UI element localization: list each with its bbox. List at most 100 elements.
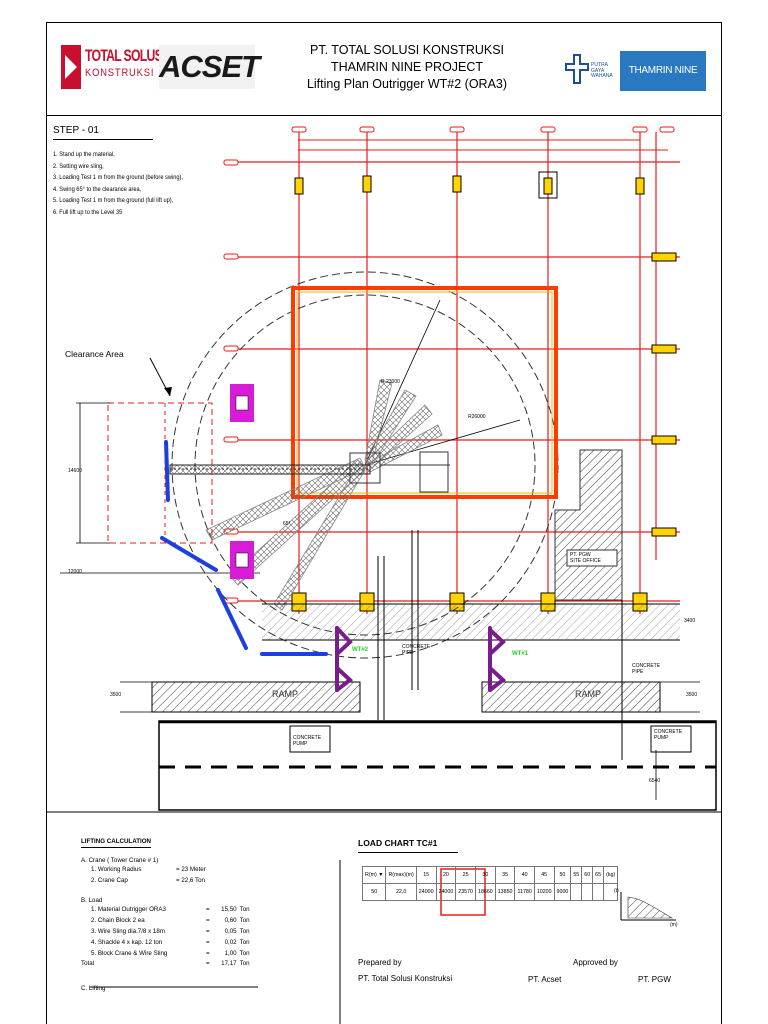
site-office — [554, 449, 623, 601]
acset-logo: ACSET — [159, 45, 260, 89]
material-magenta — [230, 384, 254, 579]
lc-header-cell: R(max)(m) — [385, 866, 417, 884]
concrete-pump-line-1: CONCRETE — [293, 735, 322, 741]
outrigger-positions — [160, 440, 328, 656]
ground-hatch — [262, 604, 680, 640]
load-value: 1,00 — [224, 949, 237, 957]
step-item: 5. Loading Test 1 m from the ground (ful… — [53, 197, 174, 205]
thamrin-nine-logo: THAMRIN NINE — [620, 51, 706, 91]
dim-left-2-label: 12000 — [68, 569, 82, 575]
clearance-area-box — [107, 402, 213, 544]
lc-data-cell: 18660 — [475, 883, 496, 901]
approved-by-pgw: PT. PGW — [638, 975, 671, 984]
total-solusi-mark-icon — [61, 45, 81, 89]
lc-data-cell: 50 — [361, 883, 387, 901]
crane-mast — [349, 452, 381, 484]
ramp-left-label: RAMP — [272, 689, 299, 699]
ramp-right — [481, 681, 661, 713]
total-value: 17,17 — [221, 960, 237, 968]
title-line-3: Lifting Plan Outrigger WT#2 (ORA3) — [306, 77, 508, 91]
load-label: 4. Shackle 4 x kap. 12 ton — [91, 938, 163, 946]
dim-left-label: 14600 — [68, 468, 82, 474]
lc-data-cell: 13850 — [494, 883, 516, 901]
load-value: 0,02 — [224, 938, 237, 946]
lc-header-cell: 45 — [533, 866, 555, 884]
load-heading: B. Load — [81, 896, 103, 904]
load-value: 0,05 — [224, 927, 237, 935]
load-label: 3. Wire Sling dia.7/8 x 18m — [91, 927, 165, 935]
total-solusi-logo: TOTAL SOLUSI KONSTRUKSI — [61, 45, 165, 89]
grid-dimension-lines — [290, 139, 680, 163]
step-item: 2. Setting wire sling, — [53, 162, 104, 170]
pgw-logo-word-1: PUTRA — [591, 62, 608, 68]
wt-markers — [335, 626, 507, 692]
concrete-pump-line-1: CONCRETE — [654, 729, 683, 735]
radius-inner-label: R 23000 — [381, 379, 400, 385]
crane-heading: A. Crane ( Tower Crane # 1) — [81, 856, 159, 864]
load-unit: Ton — [239, 938, 250, 946]
load-unit: Ton — [239, 927, 250, 935]
lc-header-cell: 30 — [475, 866, 496, 884]
crane-row: 2. Crane Cap= 22,6 Ton — [81, 876, 209, 887]
concrete-pump-line-2: PUMP — [654, 735, 669, 741]
dim-right-label: 3400 — [684, 618, 696, 624]
site-office-line-1: PT. PGW — [570, 552, 591, 558]
step-item: 6. Full lift up to the Level 35 — [53, 208, 123, 216]
column-box — [538, 171, 558, 199]
lc-header-cell: 15 — [415, 866, 437, 884]
load-label: 2. Chain Block 2 ea — [91, 917, 145, 925]
lc-header-cell: R(m) ▼ — [361, 866, 387, 884]
total-solusi-logo-sub: KONSTRUKSI — [85, 67, 155, 79]
crane-jib — [169, 464, 371, 475]
wt1-label: WT#1 — [512, 651, 529, 657]
road — [158, 720, 717, 811]
lifting-heading: C. Lifting — [81, 985, 106, 993]
radius-outer-label: R26000 — [468, 414, 486, 420]
ramp-dimensions — [120, 681, 700, 713]
concrete-pipe-line-1: CONCRETE — [402, 644, 431, 650]
load-chart-title-rule — [358, 852, 458, 853]
lc-header-cell: 35 — [494, 866, 516, 884]
lc-header-cell: 55 — [570, 866, 583, 884]
document-title: PT. TOTAL SOLUSI KONSTRUKSI THAMRIN NINE… — [287, 42, 527, 93]
lc-data-cell — [592, 883, 605, 901]
boom-swing-positions — [205, 379, 443, 611]
pgw-logo-word-3: WAHANA — [591, 73, 613, 79]
step-list: 1. Stand up the material, 2. Setting wir… — [53, 149, 183, 219]
concrete-pump-right-label: CONCRETE PUMP — [654, 729, 682, 741]
lc-data-cell: 10200 — [533, 883, 555, 901]
lc-header-cell: 40 — [514, 866, 535, 884]
title-line-1: PT. TOTAL SOLUSI KONSTRUKSI — [309, 43, 505, 57]
total-label: Total — [81, 960, 95, 968]
clearance-area-label: Clearance Area — [65, 349, 124, 359]
concrete-pipe-line-2: PIPE — [632, 669, 644, 675]
grid-vertical-lines — [298, 132, 657, 614]
prepared-by-label: Prepared by — [358, 958, 402, 967]
lc-data-cell: 11780 — [514, 883, 535, 901]
load-unit: Ton — [239, 917, 250, 925]
load-value: 0,60 — [224, 917, 237, 925]
load-label: 1. Material Outrigger ORA3 — [91, 906, 166, 914]
dim-ramp-right-label: 3500 — [686, 692, 698, 698]
step-item: 1. Stand up the material, — [53, 151, 115, 158]
lc-header-cell: 65 — [592, 866, 605, 884]
slab-outline — [291, 286, 558, 499]
grid-bubbles-top — [223, 126, 675, 604]
wt2-label: WT#2 — [352, 647, 369, 653]
total-solusi-logo-name: TOTAL SOLUSI — [85, 46, 165, 65]
load-value: 15,50 — [221, 906, 237, 914]
ramp-left — [151, 681, 361, 713]
site-office-line-2: SITE OFFICE — [570, 558, 601, 564]
concrete-pump-right — [650, 725, 692, 753]
calc-title: LIFTING CALCULATION — [81, 837, 151, 848]
counter-jib — [419, 451, 449, 493]
concrete-pipe-line-1: CONCRETE — [632, 663, 661, 669]
pgw-logo-word-2: GAYA — [591, 67, 605, 74]
pgw-logo-text: PUTRA GAYA WAHANA — [591, 62, 613, 80]
lc-header-cell: 25 — [455, 866, 476, 884]
